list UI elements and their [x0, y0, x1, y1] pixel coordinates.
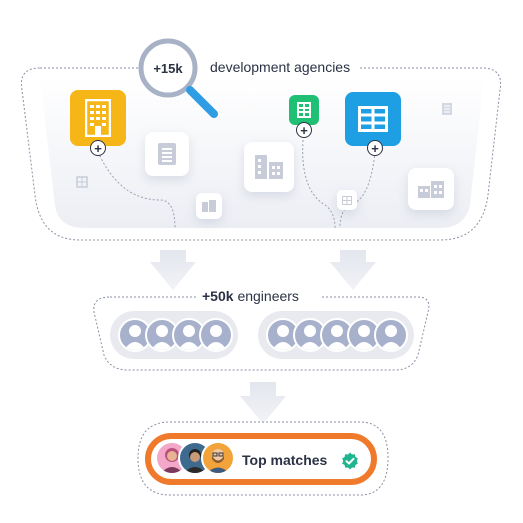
agency-tile-green: [289, 95, 319, 125]
engineer-count-label: +50k engineers: [196, 288, 305, 304]
engineer-user-icon: [172, 318, 206, 352]
engineer-user-icon: [199, 318, 233, 352]
building-icon: [202, 200, 216, 212]
agency-area-outline: [20, 67, 502, 241]
engineer-type: engineers: [237, 288, 299, 304]
arrow-bottom: [240, 382, 286, 424]
plus-icon: +: [367, 140, 383, 156]
small-grid-icon: [76, 175, 88, 188]
agency-card-document: [145, 132, 189, 176]
arrow-right: [330, 250, 376, 290]
engineer-user-icon: [374, 318, 408, 352]
arrow-left: [150, 250, 196, 290]
building-icon: [297, 102, 311, 118]
engineer-user-icon: [347, 318, 381, 352]
magnifier-handle: [186, 86, 218, 118]
agency-card-building: [244, 142, 294, 192]
agency-card-building-right: [408, 168, 454, 210]
agency-type-label: development agencies: [206, 59, 355, 75]
engineer-count: +50k: [202, 288, 234, 304]
match-avatar-1: [155, 441, 189, 475]
checkmark-badge-icon: [341, 452, 359, 470]
agency-card-tiny: [337, 190, 357, 210]
connector-green: [302, 139, 336, 229]
plus-icon: +: [90, 140, 106, 156]
match-avatar-3: [201, 441, 235, 475]
building-icon: [418, 181, 444, 198]
magnifier-lens: [138, 38, 198, 98]
top-matches-label: Top matches: [242, 452, 328, 468]
agency-tile-blue: [345, 92, 401, 146]
connector-yellow: [97, 151, 176, 229]
plus-icon: +: [296, 122, 312, 138]
agency-card-small: [196, 193, 222, 219]
building-icon: [85, 99, 111, 137]
building-icon: [358, 106, 388, 132]
engineer-area-outline: [93, 296, 430, 371]
building-icon: [255, 155, 283, 179]
engineer-user-icon: [118, 318, 152, 352]
agency-count-label: +15k: [153, 60, 183, 76]
result-area-outline: [137, 421, 389, 496]
document-icon: [158, 143, 176, 165]
small-document-icon: [441, 102, 453, 116]
agency-tile-yellow: [70, 90, 126, 146]
